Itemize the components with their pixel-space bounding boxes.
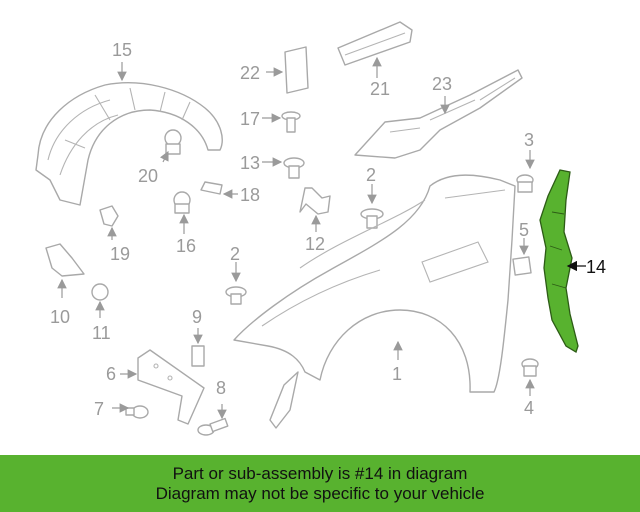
callout-21: 21 <box>370 79 390 99</box>
part-2-bolt-upper[interactable] <box>360 208 384 229</box>
part-9-clip[interactable] <box>191 345 205 367</box>
part-4-nut[interactable] <box>521 358 539 377</box>
part-22-pad[interactable] <box>284 46 309 94</box>
footer-banner: Part or sub-assembly is #14 in diagram D… <box>0 455 640 512</box>
part-3-nut[interactable] <box>516 174 534 193</box>
part-14-highlighted[interactable] <box>539 169 579 353</box>
callout-19: 19 <box>110 244 130 264</box>
callout-7: 7 <box>94 399 104 419</box>
callout-4: 4 <box>524 398 534 418</box>
part-5-nut[interactable] <box>512 256 532 276</box>
parts-diagram: 15 22 21 23 17 20 13 18 <box>35 21 606 436</box>
part-16-clip[interactable] <box>173 191 191 214</box>
callout-23: 23 <box>432 74 452 94</box>
part-21-seal[interactable] <box>337 21 413 66</box>
part-1-fender[interactable] <box>233 174 516 429</box>
footer-line-1: Part or sub-assembly is #14 in diagram <box>172 463 468 483</box>
callout-13: 13 <box>240 153 260 173</box>
callout-20: 20 <box>138 166 158 186</box>
part-13-nut[interactable] <box>283 157 305 179</box>
callout-16: 16 <box>176 236 196 256</box>
part-20-clip[interactable] <box>164 129 182 155</box>
part-8-bolt[interactable] <box>197 417 229 436</box>
callout-15: 15 <box>112 40 132 60</box>
part-2-bolt-lower[interactable] <box>225 286 247 305</box>
callout-2-upper: 2 <box>366 165 376 185</box>
callout-12: 12 <box>305 234 325 254</box>
part-11-nut[interactable] <box>91 283 109 301</box>
part-18-clip[interactable] <box>200 181 223 195</box>
callout-8: 8 <box>216 378 226 398</box>
callout-22: 22 <box>240 63 260 83</box>
callout-18: 18 <box>240 185 260 205</box>
callout-17: 17 <box>240 109 260 129</box>
callout-9: 9 <box>192 307 202 327</box>
callout-14: 14 <box>586 257 606 277</box>
callout-1: 1 <box>392 364 402 384</box>
part-15-fender-liner[interactable] <box>35 82 223 206</box>
callout-2-lower: 2 <box>230 244 240 264</box>
callout-6: 6 <box>106 364 116 384</box>
part-6-bracket[interactable] <box>137 349 205 425</box>
callout-5: 5 <box>519 220 529 240</box>
part-19-push-pin[interactable] <box>99 205 119 227</box>
callout-11: 11 <box>92 323 111 343</box>
part-7-bolt[interactable] <box>125 405 149 419</box>
part-23-reinforcement[interactable] <box>354 69 523 159</box>
callout-10: 10 <box>50 307 70 327</box>
part-12-bracket[interactable] <box>299 187 331 215</box>
callout-3: 3 <box>524 130 534 150</box>
part-17-screw[interactable] <box>281 111 301 133</box>
footer-line-2: Diagram may not be specific to your vehi… <box>155 483 485 503</box>
part-10-bracket[interactable] <box>45 243 85 277</box>
